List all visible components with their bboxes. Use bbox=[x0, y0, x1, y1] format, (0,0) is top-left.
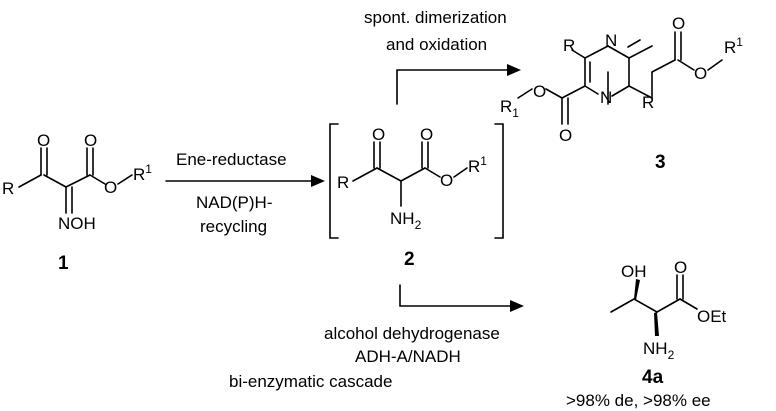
compound-1-structure: O O R O R1 NOH bbox=[2, 131, 152, 233]
compound-4a-carbonyl-oxygen: O bbox=[674, 258, 687, 277]
arrowhead-2-to-3 bbox=[507, 64, 521, 76]
compound-4a-ethoxy: OEt bbox=[697, 307, 727, 326]
compound-3-r-group-bottom: R bbox=[642, 93, 654, 112]
reaction-arrow-2-to-4a bbox=[399, 284, 513, 307]
compound-2-ketone-oxygen: O bbox=[372, 125, 385, 144]
compound-3-number: 3 bbox=[655, 152, 666, 173]
compound-2-r1-group: R1 bbox=[468, 154, 487, 176]
compound-1-oxime: NOH bbox=[58, 214, 96, 233]
compound-1-r1-group: R1 bbox=[133, 162, 152, 184]
reaction-arrow-2-to-3 bbox=[396, 69, 510, 105]
compound-2-amine: NH2 bbox=[390, 209, 422, 232]
cofactor-label-line1: NAD(P)H- bbox=[196, 193, 273, 212]
compound-1-ketone-oxygen: O bbox=[37, 131, 50, 150]
enzyme-label: Ene-reductase bbox=[176, 150, 287, 169]
compound-1-r-group: R bbox=[2, 179, 14, 198]
compound-1-number: 1 bbox=[58, 253, 69, 274]
compound-2-r-group: R bbox=[337, 173, 349, 192]
cofactor-label-line2: recycling bbox=[200, 217, 267, 236]
compound-2-ester-oxygen: O bbox=[420, 125, 433, 144]
compound-4a-hydroxyl: OH bbox=[621, 262, 647, 281]
compound-4a-amine: NH2 bbox=[643, 339, 675, 362]
compound-3-structure: N N R R O O R1 O R1 O bbox=[500, 14, 743, 145]
selectivity-label: >98% de, >98% ee bbox=[566, 391, 711, 410]
compound-3-r1-group-left: R1 bbox=[500, 97, 519, 120]
arrowhead-1-to-2 bbox=[311, 175, 325, 187]
compound-2-bracket bbox=[329, 123, 504, 239]
compound-3-ring-nitrogen-top: N bbox=[605, 31, 617, 50]
compound-3-ether-oxygen-right: O bbox=[694, 64, 707, 83]
compound-3-ring-nitrogen-bottom: N bbox=[600, 88, 612, 107]
adh-label-line1: alcohol dehydrogenase bbox=[324, 324, 500, 343]
adh-label-line2: ADH-A/NADH bbox=[355, 347, 461, 366]
compound-1-ester-oxygen: O bbox=[84, 131, 97, 150]
compound-3-ether-oxygen-left: O bbox=[533, 82, 546, 101]
cascade-label: bi-enzymatic cascade bbox=[229, 372, 392, 391]
arrowhead-2-to-4a bbox=[510, 300, 524, 312]
compound-3-carbonyl-oxygen-top: O bbox=[672, 14, 685, 33]
compound-3-carbonyl-oxygen-bottom: O bbox=[559, 126, 572, 145]
compound-2-number: 2 bbox=[404, 249, 415, 270]
compound-3-r-group-top: R bbox=[563, 36, 575, 55]
compound-1-ether-oxygen: O bbox=[104, 178, 117, 197]
compound-2-ether-oxygen: O bbox=[440, 171, 453, 190]
top-label-line1: spont. dimerization bbox=[364, 8, 507, 27]
compound-3-r1-group-right: R1 bbox=[724, 35, 743, 57]
compound-4a-number: 4a bbox=[642, 367, 664, 388]
compound-4a-structure: OH O OEt NH2 bbox=[610, 258, 727, 362]
top-label-line2: and oxidation bbox=[386, 35, 487, 54]
compound-2-structure: O O R O R1 NH2 bbox=[337, 125, 487, 232]
